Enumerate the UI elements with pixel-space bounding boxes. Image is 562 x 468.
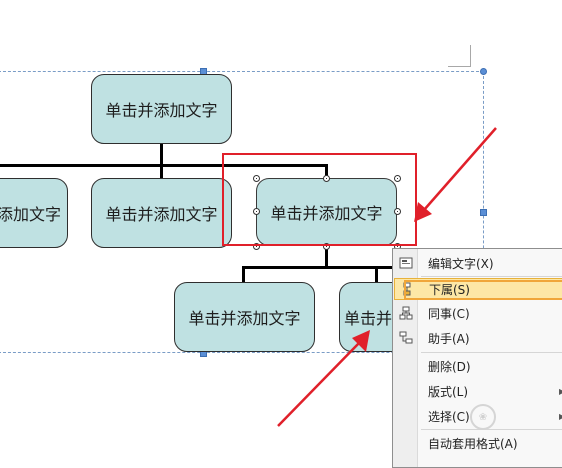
smartart-node-child-left[interactable]: 单击并添加文字 xyxy=(174,282,315,352)
menu-item-delete[interactable]: 删除(D) xyxy=(394,354,562,378)
menu-separator xyxy=(421,429,562,430)
assistant-icon xyxy=(398,330,414,346)
menu-item-edit-text[interactable]: 编辑文字(X) xyxy=(394,251,562,275)
selection-handle[interactable] xyxy=(253,208,260,215)
menu-item-label: 删除(D) xyxy=(428,359,471,374)
smartart-node-left[interactable]: 添加文字 xyxy=(0,178,68,248)
menu-item-label: 下属(S) xyxy=(429,282,470,297)
menu-separator xyxy=(421,352,562,353)
node-text: 单击并添加文字 xyxy=(270,204,383,223)
submenu-arrow-icon: ▶ xyxy=(559,387,562,396)
node-text: 单击并添加文字 xyxy=(188,309,301,328)
menu-item-layout[interactable]: 版式(L) ▶ xyxy=(394,379,562,403)
frame-resize-handle[interactable] xyxy=(480,68,487,75)
selection-handle[interactable] xyxy=(394,208,401,215)
annotation-arrow xyxy=(277,341,361,427)
node-text: 单击并添加文字 xyxy=(105,101,218,120)
smartart-node-middle[interactable]: 单击并添加文字 xyxy=(91,178,232,248)
subordinate-icon xyxy=(399,281,415,297)
page-corner-mark xyxy=(470,45,471,67)
node-text: 单击并添加文字 xyxy=(105,205,218,224)
connector-line xyxy=(325,246,328,268)
menu-item-assistant[interactable]: 助手(A) xyxy=(394,326,562,350)
smartart-node-top[interactable]: 单击并添加文字 xyxy=(91,74,232,144)
connector-line xyxy=(242,266,392,269)
menu-item-label: 同事(C) xyxy=(428,306,470,321)
page-corner-mark xyxy=(448,66,470,67)
menu-item-coworker[interactable]: 同事(C) xyxy=(394,301,562,325)
coworker-icon xyxy=(398,305,414,321)
connector-line xyxy=(242,266,245,284)
menu-item-label: 编辑文字(X) xyxy=(428,256,494,271)
menu-item-autoformat[interactable]: 自动套用格式(A) xyxy=(394,431,562,455)
context-menu: 编辑文字(X) 下属(S) 同事(C) 助手(A) 删除(D) 版式 xyxy=(392,248,562,468)
connector-line xyxy=(160,164,163,180)
frame-resize-handle[interactable] xyxy=(480,209,487,216)
selection-handle[interactable] xyxy=(394,175,401,182)
edit-text-icon xyxy=(398,255,414,271)
node-text: 添加文字 xyxy=(0,205,61,224)
menu-item-label: 自动套用格式(A) xyxy=(428,436,518,451)
submenu-arrow-icon: ▶ xyxy=(559,412,562,421)
menu-item-select[interactable]: 选择(C) ▶ xyxy=(394,404,562,428)
selection-handle[interactable] xyxy=(253,175,260,182)
connector-line xyxy=(325,164,328,180)
node-text: 单击并 xyxy=(344,309,393,328)
connector-line xyxy=(0,164,328,167)
selection-handle[interactable] xyxy=(253,243,260,250)
menu-item-subordinate[interactable]: 下属(S) xyxy=(394,278,562,300)
paw-icon: ❀ xyxy=(470,404,496,430)
menu-item-label: 助手(A) xyxy=(428,331,470,346)
menu-item-label: 选择(C) xyxy=(428,409,470,424)
connector-line xyxy=(375,266,378,284)
selection-handle[interactable] xyxy=(323,175,330,182)
connector-line xyxy=(160,144,163,166)
annotation-highlight-box xyxy=(222,153,417,246)
menu-separator xyxy=(421,276,562,277)
menu-item-label: 版式(L) xyxy=(428,384,469,399)
watermark-logo: ❀ xyxy=(470,404,496,430)
selection-handle[interactable] xyxy=(323,243,330,250)
